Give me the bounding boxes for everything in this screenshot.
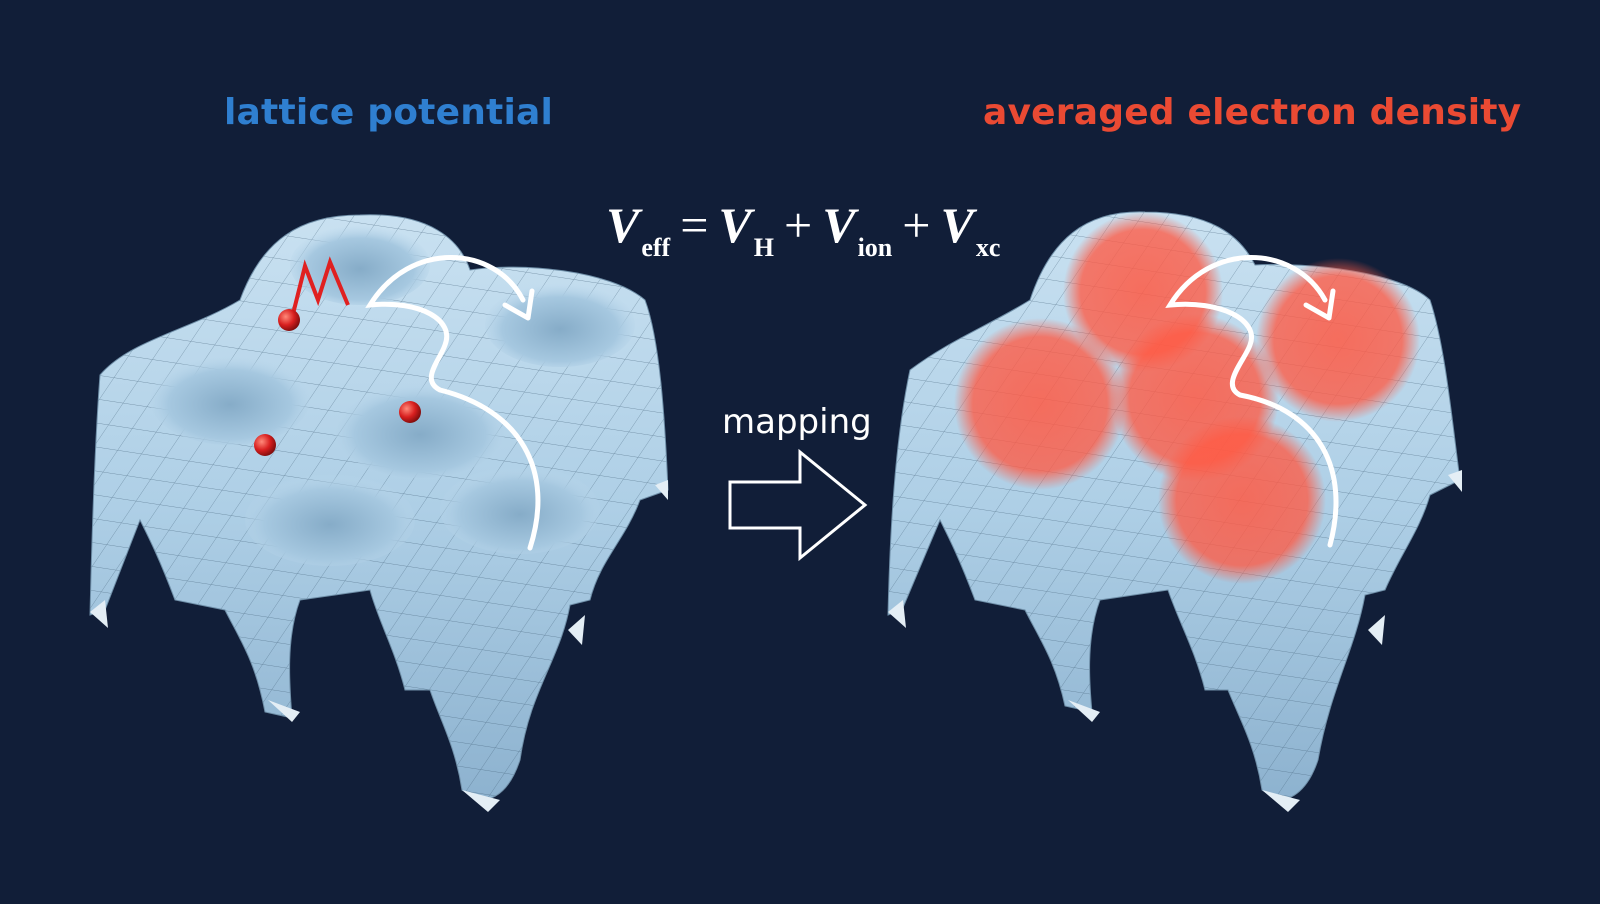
density-blob — [1256, 258, 1420, 422]
plus-sign: + — [784, 197, 813, 253]
v-h-term: VH — [718, 197, 775, 262]
potential-well — [245, 474, 415, 566]
equals-sign: = — [680, 197, 709, 253]
hopping-arrow — [1165, 255, 1339, 548]
potential-well — [440, 466, 600, 554]
mapping-arrow — [728, 448, 868, 562]
potential-well — [150, 355, 310, 445]
density-blob — [954, 318, 1126, 490]
electron — [399, 401, 421, 423]
mapping-label: mapping — [722, 402, 872, 442]
leg-foot — [1368, 615, 1385, 645]
leg-foot — [1068, 700, 1100, 722]
v-ion-term: Vion — [822, 197, 893, 262]
plus-sign: + — [902, 197, 931, 253]
effective-potential-equation: Veff=VH+Vion+Vxc — [606, 196, 1000, 263]
leg-foot — [90, 600, 108, 628]
leg-foot — [568, 615, 585, 645]
v-eff-term: Veff — [606, 197, 671, 262]
lattice-potential-title: lattice potential — [224, 92, 554, 133]
electron-density-title: averaged electron density — [983, 92, 1522, 133]
leg-foot — [1448, 470, 1462, 492]
hopping-arrow — [365, 255, 541, 551]
potential-well — [335, 382, 505, 478]
v-xc-term: Vxc — [940, 197, 1001, 262]
potential-well — [290, 225, 430, 305]
leg-foot — [888, 600, 906, 628]
electron — [254, 434, 276, 456]
density-blob — [1158, 416, 1326, 584]
leg-foot — [655, 480, 668, 500]
leg-foot — [462, 790, 500, 812]
hopping-zigzag — [290, 256, 350, 319]
potential-well — [485, 283, 635, 367]
electron — [278, 309, 300, 331]
leg-foot — [268, 700, 300, 722]
leg-foot — [1262, 790, 1300, 812]
